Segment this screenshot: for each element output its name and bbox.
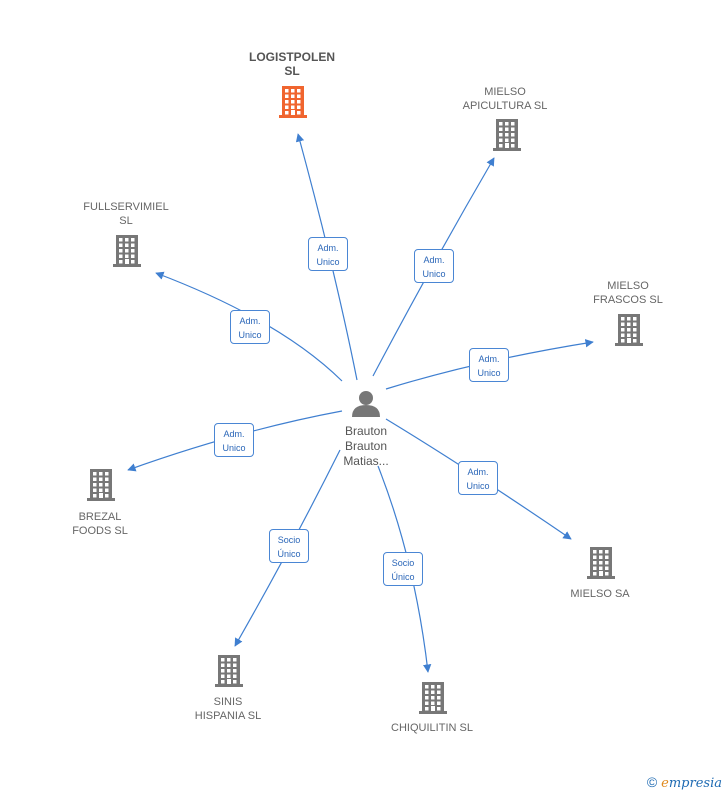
- relation-label-logistpolen[interactable]: Adm. Unico: [308, 237, 348, 271]
- company-node-logistpolen[interactable]: LOGISTPOLEN SL: [222, 50, 362, 78]
- company-name: MIELSO SA: [570, 588, 630, 600]
- company-node-chiquilitin[interactable]: CHIQUILITIN SL: [362, 721, 502, 735]
- company-node-brezal-foods[interactable]: BREZAL FOODS SL: [30, 510, 170, 538]
- brand-footer: ©empresia: [647, 774, 722, 791]
- empresia-logo: empresia: [661, 776, 722, 791]
- company-name: MIELSO APICULTURA SL: [462, 86, 548, 112]
- relation-label-brezal-foods[interactable]: Adm. Unico: [214, 423, 254, 457]
- building-icon-mielso-sa[interactable]: [587, 547, 615, 579]
- relation-label-mielso-sa[interactable]: Adm. Unico: [458, 461, 498, 495]
- building-icon-logistpolen[interactable]: [279, 86, 307, 118]
- logo-first-letter: e: [661, 776, 669, 791]
- company-name: MIELSO FRASCOS SL: [593, 280, 663, 306]
- relation-label-chiquilitin[interactable]: Socio Único: [383, 552, 423, 586]
- company-name: LOGISTPOLEN SL: [248, 50, 335, 78]
- company-name: BREZAL FOODS SL: [72, 511, 128, 537]
- company-node-mielso-apicultura[interactable]: MIELSO APICULTURA SL: [435, 85, 575, 113]
- company-name: FULLSERVIMIEL SL: [83, 201, 169, 227]
- copyright-icon: ©: [646, 774, 658, 790]
- company-node-sinis-hispania[interactable]: SINIS HISPANIA SL: [158, 695, 298, 723]
- building-icon-mielso-apicultura[interactable]: [493, 119, 521, 151]
- company-node-mielso-sa[interactable]: MIELSO SA: [530, 587, 670, 601]
- person-icon[interactable]: [352, 391, 380, 417]
- relation-label-sinis-hispania[interactable]: Socio Único: [269, 529, 309, 563]
- building-icon-mielso-frascos[interactable]: [615, 314, 643, 346]
- company-node-fullservimiel[interactable]: FULLSERVIMIEL SL: [56, 200, 196, 228]
- company-name: SINIS HISPANIA SL: [194, 696, 262, 722]
- company-node-mielso-frascos[interactable]: MIELSO FRASCOS SL: [558, 279, 698, 307]
- relation-label-mielso-frascos[interactable]: Adm. Unico: [469, 348, 509, 382]
- relation-label-fullservimiel[interactable]: Adm. Unico: [230, 310, 270, 344]
- building-icon-sinis-hispania[interactable]: [215, 655, 243, 687]
- relation-label-mielso-apicultura[interactable]: Adm. Unico: [414, 249, 454, 283]
- company-name: CHIQUILITIN SL: [391, 722, 473, 734]
- building-icon-fullservimiel[interactable]: [113, 235, 141, 267]
- logo-rest: mpresia: [668, 776, 722, 791]
- building-icon-chiquilitin[interactable]: [419, 682, 447, 714]
- person-name[interactable]: Brauton Brauton Matias...: [343, 424, 389, 468]
- building-icon-brezal-foods[interactable]: [87, 469, 115, 501]
